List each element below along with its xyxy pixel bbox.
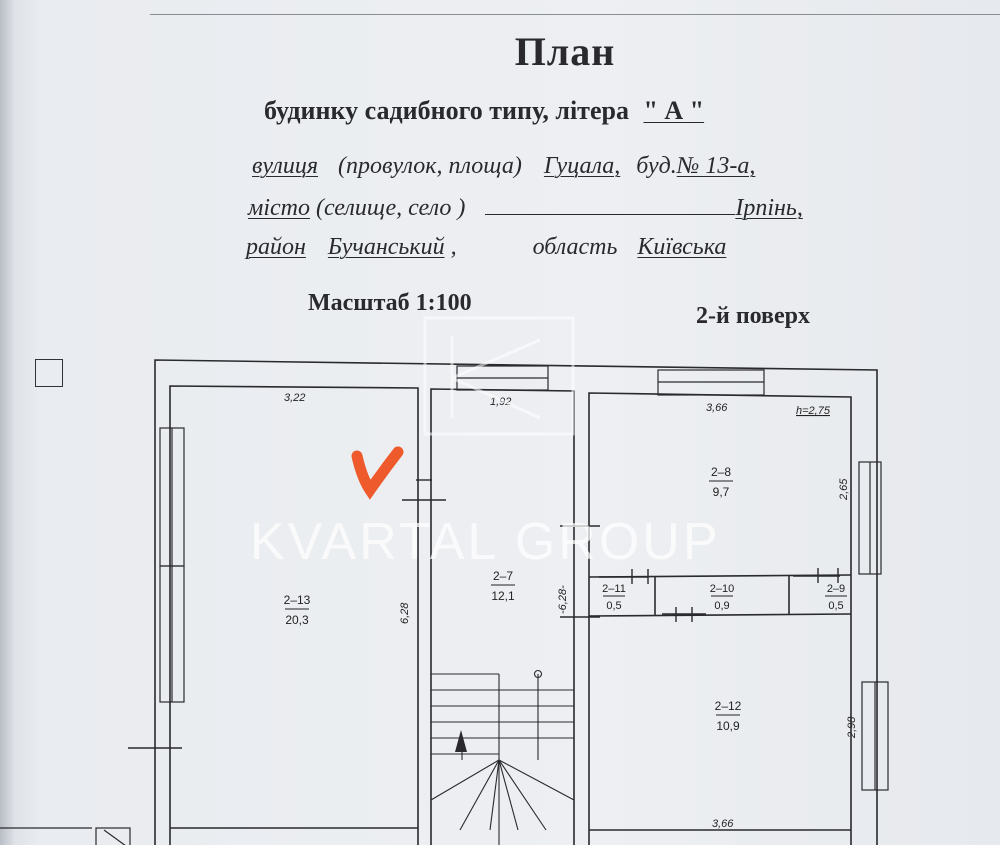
dim-room12-side: 2,98 bbox=[846, 716, 858, 739]
district-value: Бучанський bbox=[327, 234, 445, 260]
city-value: Ірпінь, bbox=[735, 195, 803, 221]
building-label: буд. bbox=[636, 153, 677, 179]
svg-text:2–10: 2–10 bbox=[710, 583, 734, 595]
staircase bbox=[430, 669, 575, 845]
subtitle-text: будинку садибного типу, літера bbox=[264, 96, 629, 125]
room-7-label: 2–7 12,1 bbox=[491, 569, 515, 603]
street-label: вулиця bbox=[252, 153, 319, 179]
room-13-label: 2–13 20,3 bbox=[284, 593, 311, 627]
floor-label: 2-й поверх bbox=[696, 303, 811, 329]
street-value: Гуцала, bbox=[543, 153, 621, 179]
city-line: місто (селище, село ) Ірпінь, bbox=[248, 194, 803, 222]
svg-text:20,3: 20,3 bbox=[285, 613, 309, 627]
room-11-label: 2–11 0,5 bbox=[602, 583, 626, 612]
svg-text:12,1: 12,1 bbox=[491, 589, 515, 603]
svg-text:2–11: 2–11 bbox=[602, 583, 626, 595]
district-line: район Бучанський , область Київська bbox=[246, 234, 726, 261]
room-13-walls bbox=[169, 385, 419, 845]
svg-text:2–7: 2–7 bbox=[493, 569, 513, 583]
outer-wall bbox=[154, 359, 878, 845]
region-value: Київська bbox=[637, 234, 727, 260]
svg-text:0,9: 0,9 bbox=[714, 600, 729, 612]
street-alt: (провулок, площа) bbox=[338, 153, 522, 179]
svg-text:9,7: 9,7 bbox=[713, 485, 730, 499]
watermark-logo bbox=[423, 316, 575, 436]
svg-text:2–9: 2–9 bbox=[827, 583, 845, 595]
dim-room8-side: 2,65 bbox=[838, 478, 850, 501]
svg-text:2–12: 2–12 bbox=[715, 699, 742, 713]
watermark-text: KVARTAL GROUP bbox=[250, 513, 721, 571]
district-label: район bbox=[246, 234, 306, 260]
svg-text:10,9: 10,9 bbox=[716, 719, 740, 733]
city-alt: (селище, село ) bbox=[315, 195, 466, 221]
dim-room7-side: -6,28- bbox=[557, 585, 569, 614]
dim-right-bottom: 3,66 bbox=[712, 818, 734, 830]
checkmark-icon bbox=[351, 446, 404, 500]
right-block-walls bbox=[588, 392, 852, 845]
room-10-label: 2–10 0,9 bbox=[710, 583, 734, 612]
room-9-label: 2–9 0,5 bbox=[825, 583, 847, 612]
scale-label: Масштаб 1:100 bbox=[308, 290, 472, 316]
region-label: область bbox=[532, 234, 618, 260]
city-blank bbox=[485, 194, 736, 215]
room-7-walls bbox=[430, 388, 575, 845]
dim-right-top: 3,66 bbox=[706, 402, 728, 414]
paper-edge bbox=[0, 0, 14, 845]
stair-arrow-icon bbox=[455, 730, 467, 752]
litera-value: " А " bbox=[643, 96, 705, 125]
svg-text:2–8: 2–8 bbox=[711, 465, 731, 479]
room-8-label: 2–8 9,7 bbox=[709, 465, 733, 499]
page-title: План bbox=[514, 29, 616, 74]
svg-text:0,5: 0,5 bbox=[828, 600, 843, 612]
dim-room13-side: 6,28 bbox=[399, 602, 411, 624]
building-value: № 13-а, bbox=[676, 153, 756, 179]
subtitle: будинку садибного типу, літера " А " bbox=[264, 96, 704, 126]
city-label: місто bbox=[248, 195, 310, 221]
height-mark: h=2,75 bbox=[796, 405, 831, 417]
svg-text:2–13: 2–13 bbox=[284, 593, 311, 607]
dim-room13-top: 3,22 bbox=[284, 392, 305, 404]
svg-text:0,5: 0,5 bbox=[606, 600, 621, 612]
room-12-label: 2–12 10,9 bbox=[715, 699, 742, 733]
checkbox bbox=[35, 359, 63, 387]
street-line: вулиця (провулок, площа) Гуцала, буд.№ 1… bbox=[252, 153, 755, 180]
top-rule bbox=[150, 14, 1000, 15]
corridor-bottom-wall bbox=[588, 613, 852, 617]
district-sep: , bbox=[450, 234, 457, 260]
